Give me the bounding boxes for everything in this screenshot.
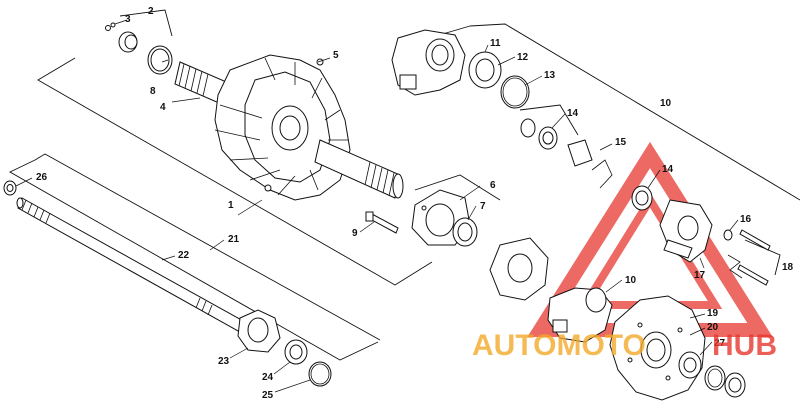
callout-3: 3 <box>125 14 131 25</box>
callout-2: 2 <box>148 6 154 17</box>
callout-1: 1 <box>228 200 234 211</box>
bracket-21 <box>9 159 379 361</box>
part-11-bearing <box>468 51 502 89</box>
callout-22: 22 <box>178 250 190 261</box>
part-16-caliper-lower <box>659 199 713 263</box>
callout-20: 20 <box>707 322 719 333</box>
callout-25: 25 <box>262 390 274 401</box>
callout-8: 8 <box>150 86 156 97</box>
part-14-bushing-lower <box>631 185 653 211</box>
part-9-bolt <box>365 211 399 234</box>
part-23-bearing-housing <box>237 309 281 353</box>
callout-7: 7 <box>480 201 486 212</box>
bracket-1 <box>37 57 433 286</box>
callout-labels: 2 3 8 4 5 1 6 7 9 11 12 13 10 14 15 14 1… <box>36 6 794 401</box>
callout-21: 21 <box>228 234 240 245</box>
part-27-ring-a <box>704 365 726 391</box>
bracket-21-top <box>34 153 381 341</box>
part-27-ring-b <box>724 372 746 398</box>
part-gasket-plate <box>489 237 549 301</box>
bracket-2 <box>119 9 173 37</box>
leader-lines <box>15 19 739 393</box>
part-8-ring <box>147 45 173 75</box>
part-26-nut <box>3 180 17 196</box>
callout-9: 9 <box>352 228 358 239</box>
part-2-cap <box>118 31 138 53</box>
part-3-clip <box>105 22 116 31</box>
part-25-snap-ring <box>308 361 332 387</box>
callout-5: 5 <box>333 50 339 61</box>
part-10-caliper-upper <box>391 29 466 96</box>
callout-27: 27 <box>714 338 726 349</box>
bracket-18 <box>744 239 781 276</box>
callout-18: 18 <box>782 262 794 273</box>
part-13-snap-ring <box>500 75 530 109</box>
part-17-pin <box>723 229 733 241</box>
callout-16: 17 <box>694 270 706 281</box>
part-24-bearing <box>284 339 308 365</box>
watermark-text-right: HUB <box>712 329 777 362</box>
watermark-text: AUTOMOTO HUB <box>472 329 777 362</box>
part-10-caliper-lower <box>547 287 613 343</box>
bracket-6 <box>414 174 501 201</box>
callout-14-upper: 14 <box>567 108 579 119</box>
callout-15: 15 <box>615 137 627 148</box>
callout-12: 12 <box>517 52 529 63</box>
callout-10-lower: 10 <box>625 275 637 286</box>
callout-17: 16 <box>740 214 752 225</box>
callout-11: 11 <box>490 38 501 49</box>
part-1-shaft-right <box>314 139 404 199</box>
callout-6: 6 <box>490 180 496 191</box>
callout-23: 23 <box>218 356 230 367</box>
callout-4: 4 <box>160 102 166 113</box>
part-14-bushing-upper <box>520 118 558 150</box>
bracket-14 <box>519 104 579 136</box>
callout-13: 13 <box>544 70 556 81</box>
callout-24: 24 <box>262 372 274 383</box>
part-22-axle-shaft <box>16 197 246 333</box>
part-5-drive-sprocket <box>214 54 351 201</box>
part-15-brake-pad <box>567 139 593 167</box>
callout-19: 19 <box>707 308 719 319</box>
bracket-10-upper <box>469 23 800 201</box>
part-20-brake-disc <box>609 295 706 401</box>
callout-10-upper: 10 <box>660 98 672 109</box>
part-16-spring <box>727 254 743 279</box>
part-27-bearing <box>678 351 702 379</box>
watermark-text-left: AUTOMOTO <box>472 329 646 362</box>
part-15-clip <box>591 159 613 189</box>
callout-14-lower: 14 <box>662 164 674 175</box>
part-7-seal <box>452 217 478 247</box>
part-18-bolts <box>737 229 771 286</box>
callout-26: 26 <box>36 172 48 183</box>
